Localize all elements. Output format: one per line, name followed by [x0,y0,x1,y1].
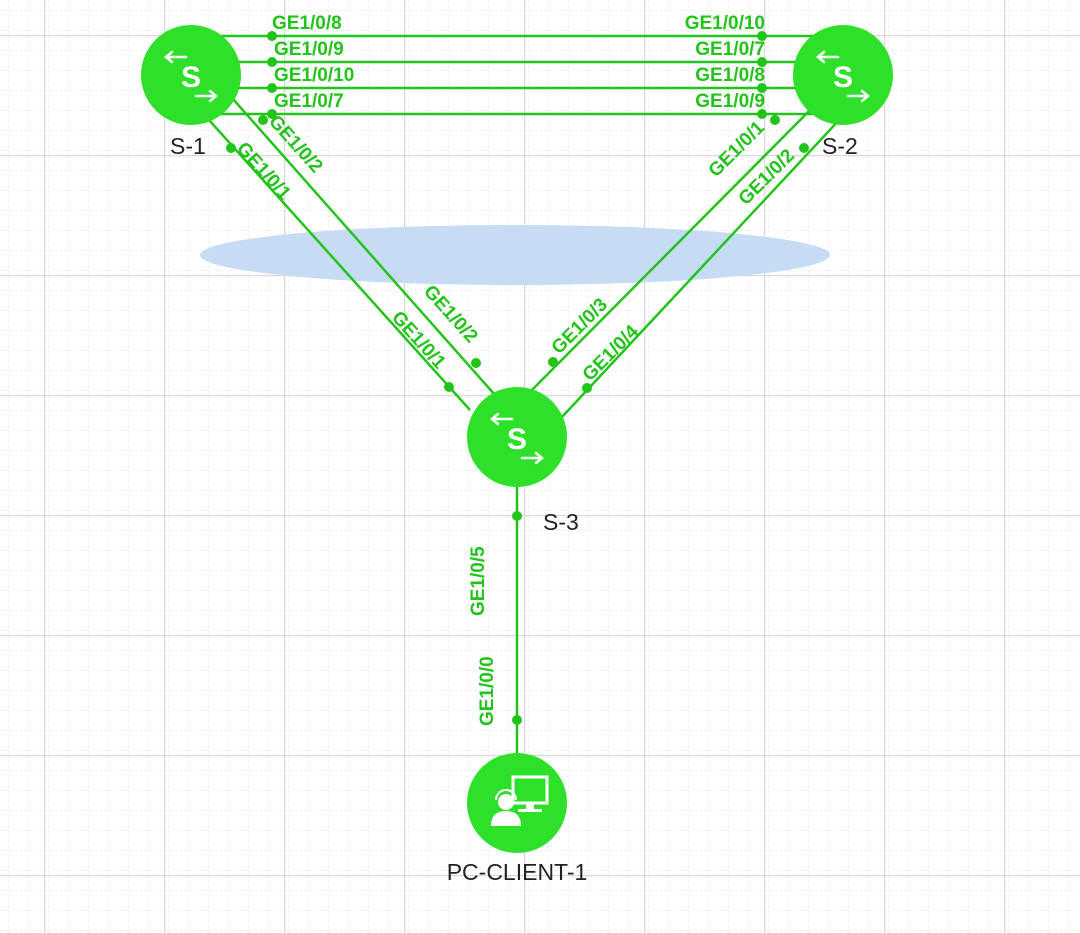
switch-s3[interactable]: S S-3 [467,387,579,535]
port-label: GE1/0/9 [695,91,765,112]
port-dot [471,358,481,368]
port-dot [757,109,767,119]
port-dot [582,383,592,393]
port-dot [267,109,277,119]
switch-icon: S [164,50,218,103]
port-label: GE1/0/7 [274,91,344,112]
port-dot [757,31,767,41]
switch-s1[interactable]: S S-1 [141,25,241,159]
port-label: GE1/0/8 [695,65,765,86]
switch-glyph: S [833,61,853,94]
port-dot [267,83,277,93]
port-dot [267,57,277,67]
port-label: GE1/0/5 [468,546,489,616]
port-dots [226,31,809,725]
switch-icon: S [816,50,870,103]
device-label-s2: S-2 [822,133,858,159]
link-aggregation-ellipse [200,225,830,285]
port-label: GE1/0/9 [274,39,344,60]
port-label: GE1/0/10 [274,65,354,86]
switch-s2[interactable]: S S-2 [793,25,893,159]
pc-client-1[interactable]: PC-CLIENT-1 [447,753,588,885]
device-label-pc: PC-CLIENT-1 [447,859,588,885]
switch-glyph: S [507,423,527,456]
port-label: GE1/0/8 [272,13,342,34]
link-s2-s3-ge102[interactable] [547,102,856,433]
port-dot [267,31,277,41]
switch-icon: S [490,412,544,465]
link-s1-s3-ge101[interactable] [199,109,471,411]
port-dot [757,83,767,93]
port-dot [226,143,236,153]
switch-glyph: S [181,61,201,94]
port-dot [512,715,522,725]
link-s2-s3-ge101[interactable] [519,89,831,403]
port-label: GE1/0/7 [695,39,765,60]
port-dot [258,115,268,125]
port-dot [548,357,558,367]
port-dot [799,143,809,153]
device-label-s1: S-1 [170,133,206,159]
port-label: GE1/0/10 [685,13,765,34]
port-dot [512,511,522,521]
pc-client-icon [491,775,549,826]
link-s1-s3-ge102[interactable] [224,89,496,396]
port-label: GE1/0/0 [477,656,498,726]
port-dot [757,57,767,67]
port-dot [770,115,780,125]
port-dot [444,382,454,392]
device-label-s3: S-3 [543,509,579,535]
